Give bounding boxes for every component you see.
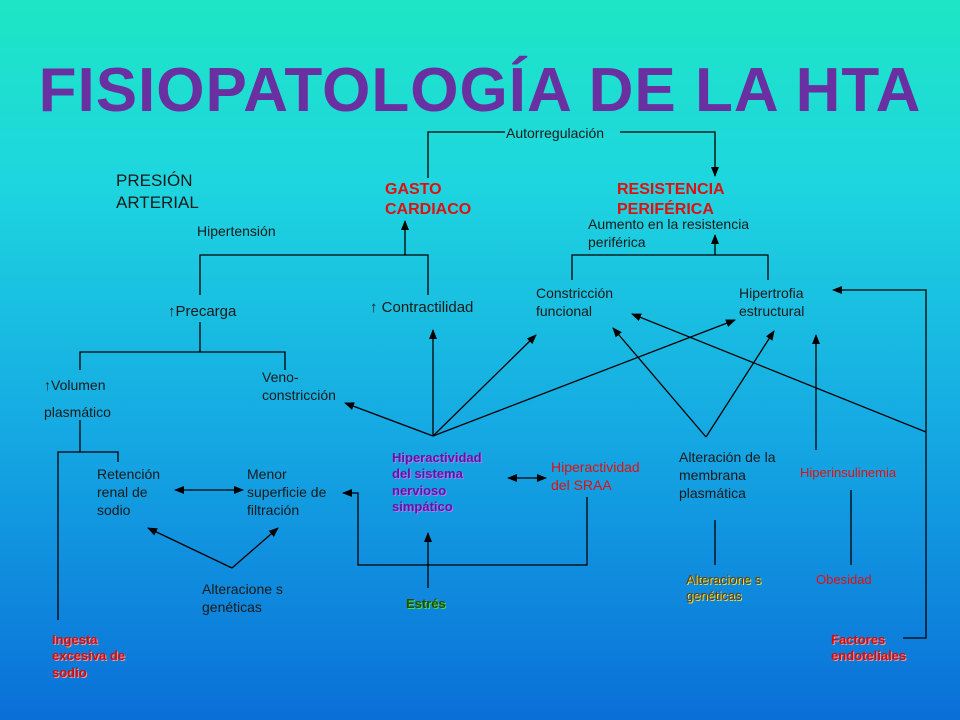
node-contractilidad: ↑ Contractilidad <box>370 299 474 316</box>
node-factores-endoteliales: Factores endoteliales <box>831 632 907 664</box>
node-menor-superficie: Menor superficie de filtración <box>247 466 327 519</box>
node-gasto-cardiaco: GASTO CARDIACO <box>385 181 472 218</box>
genetica-menor-arrow <box>231 527 279 569</box>
ingesta-line <box>57 451 80 620</box>
node-hiperactividad-sraa: Hiperactividad del SRAA <box>551 459 640 494</box>
genetica-retencion-arrow <box>147 527 233 569</box>
node-obesidad: Obesidad <box>816 572 872 587</box>
node-hiperactividad-sns: Hiperactividad del sistema nervioso simp… <box>392 450 482 514</box>
node-volumen-plasmatico: ↑Volumen plasmático <box>44 377 111 420</box>
sns-veno-arrow <box>344 402 434 437</box>
page-title: FISIOPATOLOGÍA DE LA HTA <box>38 56 922 125</box>
node-presion-arterial: PRESIÓN ARTERIAL <box>116 171 199 213</box>
node-venoconstriccion: Veno-constricción <box>262 369 336 404</box>
node-constriccion-funcional: Constricción funcional <box>536 285 614 320</box>
endoteliales-hipertrofia-arrow <box>832 286 927 639</box>
node-alteraciones-geneticas-2: Alteracione s genéticas <box>686 572 762 604</box>
sraa-loop-arrow <box>342 489 588 566</box>
precarga-contractilidad-bracket <box>199 254 429 295</box>
membrana-constriccion-arrow <box>612 327 707 438</box>
node-autorregulacion: Autorregulación <box>506 125 605 141</box>
node-estres: Estrés <box>406 596 446 611</box>
node-hipertension: Hipertensión <box>197 223 276 239</box>
autorregulacion-arrow <box>620 131 719 177</box>
sns-constriccion-arrow <box>432 334 537 437</box>
volumen-venoconstriccion-bracket <box>79 351 286 370</box>
constriccion-hipertrofia-bracket <box>571 254 769 280</box>
node-retencion-renal: Retención renal de sodio <box>97 466 161 519</box>
autorregulacion-connector <box>427 131 505 178</box>
membrana-hipertrofia-arrow <box>705 330 775 438</box>
node-aumento-resistencia: Aumento en la resistencia periférica <box>588 216 750 251</box>
node-ingesta-sodio: Ingesta excesiva de sodio <box>52 632 126 680</box>
node-resistencia-periferica: RESISTENCIA PERIFÉRICA <box>617 181 724 218</box>
retencion-connector <box>79 420 119 462</box>
sns-hipertrofia-arrow <box>432 319 736 437</box>
node-hiperinsulinemia: Hiperinsulinemia <box>800 465 897 480</box>
node-hipertrofia-estructural: Hipertrofia estructural <box>739 285 805 320</box>
node-alteraciones-geneticas-1: Alteracione s genéticas <box>202 581 283 616</box>
endoteliales-constriccion-arrow <box>631 313 927 433</box>
node-alteracion-membrana: Alteración de la membrana plasmática <box>679 449 776 502</box>
node-precarga: ↑Precarga <box>168 303 237 320</box>
